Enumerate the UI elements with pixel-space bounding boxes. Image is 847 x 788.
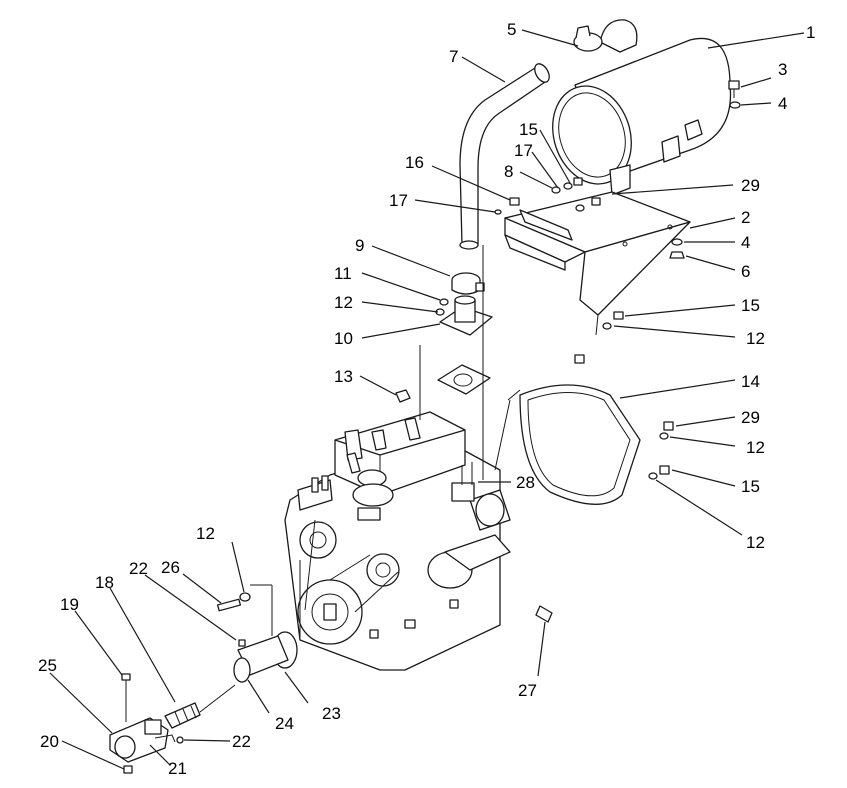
leader-lines — [49, 29, 805, 770]
sensor-27 — [535, 605, 553, 623]
callout-29: 29 — [741, 408, 760, 427]
shaft-18 — [164, 684, 236, 729]
callout-4: 4 — [741, 233, 750, 252]
clamp-9 — [451, 272, 485, 295]
callout-15: 15 — [519, 120, 538, 139]
bolt-3 — [728, 80, 741, 109]
callout-12: 12 — [746, 533, 765, 552]
callout-16: 16 — [405, 153, 424, 172]
bolt-19 — [121, 673, 131, 722]
callout-6: 6 — [741, 262, 750, 281]
callout-10: 10 — [334, 329, 353, 348]
engine-block — [284, 411, 511, 671]
callout-19: 19 — [60, 595, 79, 614]
fan-shroud — [519, 354, 674, 505]
callout-29: 29 — [741, 176, 760, 195]
pin-22 — [176, 736, 184, 744]
callout-3: 3 — [778, 60, 787, 79]
clamp-5 — [573, 25, 603, 52]
callout-24: 24 — [275, 714, 294, 733]
bracket-hardware — [494, 177, 685, 330]
callout-12: 12 — [196, 524, 215, 543]
gasket — [437, 364, 491, 395]
callout-1: 1 — [806, 23, 815, 42]
callout-13: 13 — [334, 367, 353, 386]
callout-23: 23 — [322, 704, 341, 723]
nut-13 — [395, 389, 411, 403]
callout-18: 18 — [95, 573, 114, 592]
callout-21: 21 — [168, 759, 187, 778]
callout-4: 4 — [778, 94, 787, 113]
callout-14: 14 — [741, 372, 760, 391]
callout-17: 17 — [389, 191, 408, 210]
callout-15: 15 — [741, 477, 760, 496]
callout-15: 15 — [741, 296, 760, 315]
callout-7: 7 — [449, 47, 458, 66]
muffler — [552, 19, 732, 196]
callout-20: 20 — [40, 732, 59, 751]
callout-28: 28 — [516, 473, 535, 492]
muffler-bracket — [504, 191, 691, 336]
callout-22: 22 — [129, 559, 148, 578]
callout-17: 17 — [514, 141, 533, 160]
exhaust-flange-10 — [435, 295, 493, 336]
callout-12: 12 — [746, 438, 765, 457]
callout-11: 11 — [334, 264, 352, 283]
coupler-23 — [233, 631, 298, 683]
callout-5: 5 — [507, 20, 516, 39]
callout-8: 8 — [504, 162, 513, 181]
callout-9: 9 — [355, 236, 364, 255]
callout-27: 27 — [518, 681, 537, 700]
callout-2: 2 — [741, 208, 750, 227]
bolt-26 — [216, 592, 251, 612]
callout-25: 25 — [38, 656, 57, 675]
yoke-21 — [109, 717, 176, 763]
callout-22: 22 — [232, 732, 251, 751]
callout-26: 26 — [161, 558, 180, 577]
callout-12: 12 — [746, 329, 765, 348]
callout-12: 12 — [334, 293, 353, 312]
exhaust-pipe — [459, 63, 550, 250]
nut-20 — [123, 765, 133, 774]
callout-labels: 1 2 3 4 4 5 6 7 8 9 10 11 12 12 12 12 12… — [38, 20, 815, 778]
